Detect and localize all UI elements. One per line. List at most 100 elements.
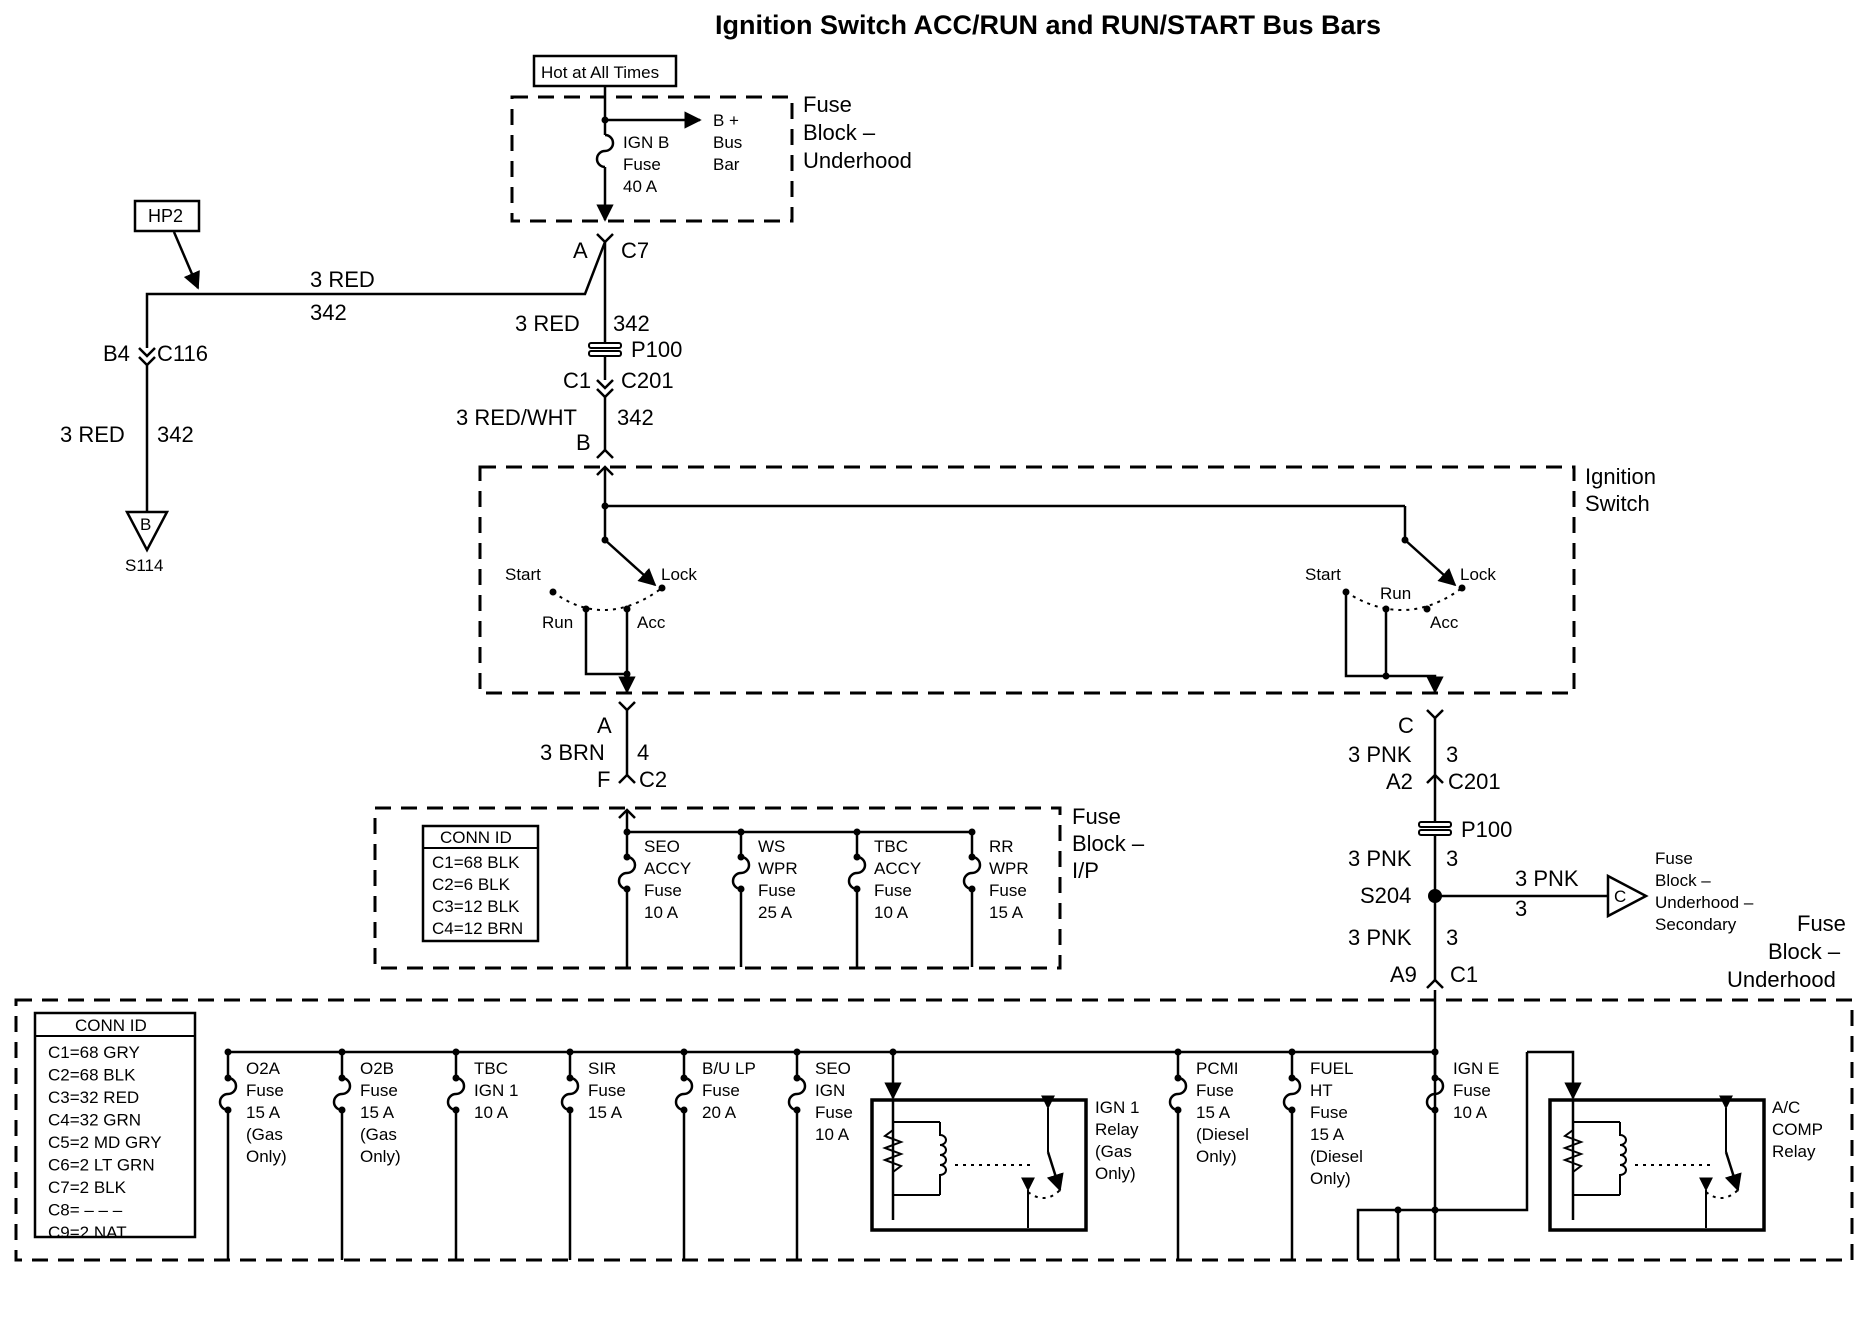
uh-fuse-label: IGN bbox=[815, 1081, 845, 1100]
s204-label: S204 bbox=[1360, 883, 1411, 908]
circuit-3-2: 3 bbox=[1446, 846, 1458, 871]
circuit-3-3: 3 bbox=[1446, 925, 1458, 950]
uh-conn-id-row: C8= – – – bbox=[48, 1201, 123, 1220]
fuse-block-secondary-label: Block – bbox=[1655, 871, 1711, 890]
ip-fuse-label: 15 A bbox=[989, 903, 1024, 922]
wire-3brn: 3 BRN bbox=[540, 740, 605, 765]
uh-fuse-label: 10 A bbox=[474, 1103, 509, 1122]
sw-left-lock: Lock bbox=[661, 565, 697, 584]
c7-pin-label: A bbox=[573, 238, 588, 263]
uh-fuse-label: O2A bbox=[246, 1059, 281, 1078]
circuit-342-left: 342 bbox=[157, 422, 194, 447]
uh-fuse-label: IGN 1 bbox=[474, 1081, 518, 1100]
uh-conn-id-row: C9=2 NAT bbox=[48, 1223, 127, 1242]
ip-fuse-icon bbox=[731, 855, 751, 891]
uh-fuse-label: (Gas bbox=[246, 1125, 283, 1144]
ip-fuse-label: TBC bbox=[874, 837, 908, 856]
conn-c-letter: C bbox=[1614, 887, 1626, 906]
ip-fuse-label: 10 A bbox=[874, 903, 909, 922]
uh-fuse-icon bbox=[1282, 1076, 1302, 1112]
ip-fuse-label: WPR bbox=[989, 859, 1029, 878]
b4-label: B4 bbox=[103, 341, 130, 366]
uh-fuse-label: 10 A bbox=[815, 1125, 850, 1144]
ip-fuse-icon bbox=[962, 855, 982, 891]
c201-right-label: C201 bbox=[1448, 769, 1501, 794]
uh-fuse-icon bbox=[560, 1076, 580, 1112]
c201-top-label: C201 bbox=[621, 368, 674, 393]
uh-fuse-label: Fuse bbox=[246, 1081, 284, 1100]
uh-conn-id-row: C1=68 GRY bbox=[48, 1043, 140, 1062]
sw-left-run: Run bbox=[542, 613, 573, 632]
ip-conn-id-row: C3=12 BLK bbox=[432, 897, 520, 916]
sw-right-start: Start bbox=[1305, 565, 1341, 584]
circuit-342-top: 342 bbox=[310, 300, 347, 325]
uh-fuse-label: 15 A bbox=[1196, 1103, 1231, 1122]
ip-conn-id-title: CONN ID bbox=[440, 828, 512, 847]
uh-conn-id-title: CONN ID bbox=[75, 1016, 147, 1035]
fuse-block-secondary-label: Secondary bbox=[1655, 915, 1737, 934]
ign1-coil-icon bbox=[939, 1122, 947, 1195]
wire-3red-left: 3 RED bbox=[60, 422, 125, 447]
circuit-3-1: 3 bbox=[1446, 742, 1458, 767]
ignition-switch: Ignition Switch Start Lock Run Acc Start… bbox=[478, 464, 1656, 695]
ac-relay-label: A/C bbox=[1772, 1098, 1800, 1117]
c116-label: C116 bbox=[157, 341, 208, 366]
fuse-block-underhood-label: Fuse bbox=[803, 92, 852, 117]
uh-fuse-label: Fuse bbox=[1453, 1081, 1491, 1100]
wire-3pnk-1: 3 PNK bbox=[1348, 742, 1412, 767]
uh-fuse-icon bbox=[332, 1076, 352, 1112]
c7-connector-label: C7 bbox=[621, 238, 649, 263]
uh-fuse-label: Only) bbox=[360, 1147, 401, 1166]
uh-conn-id-row: C5=2 MD GRY bbox=[48, 1133, 162, 1152]
uh-fuse-icon bbox=[218, 1076, 238, 1112]
fuse-block-underhood-2-label: Block – bbox=[1768, 939, 1841, 964]
uh-fuse-label: Only) bbox=[1310, 1169, 1351, 1188]
sw-right-lock: Lock bbox=[1460, 565, 1496, 584]
sw-left-acc: Acc bbox=[637, 613, 666, 632]
uh-fuse-label: SIR bbox=[588, 1059, 616, 1078]
ip-fuse-label: ACCY bbox=[644, 859, 691, 878]
ip-fuse-icon bbox=[617, 855, 637, 891]
uh-fuse-icon bbox=[787, 1076, 807, 1112]
ip-fuse-label: Fuse bbox=[644, 881, 682, 900]
circuit-4: 4 bbox=[637, 740, 649, 765]
fuse-block-secondary-label: Fuse bbox=[1655, 849, 1693, 868]
p100-right-icon bbox=[1418, 821, 1452, 836]
uh-conn-id-row: C4=32 GRN bbox=[48, 1111, 141, 1130]
uh-fuse-label: Fuse bbox=[1310, 1103, 1348, 1122]
ip-fuse-label: Fuse bbox=[758, 881, 796, 900]
uh-fuse-label: 15 A bbox=[360, 1103, 395, 1122]
ignb-fuse-label: Fuse bbox=[623, 155, 661, 174]
pin-a2-label: A2 bbox=[1386, 769, 1413, 794]
s114-splice-icon bbox=[124, 510, 170, 553]
ip-fuse-label: RR bbox=[989, 837, 1014, 856]
bplus-bus-label: Bar bbox=[713, 155, 740, 174]
uh-fuse-label: (Gas bbox=[360, 1125, 397, 1144]
pin-c-label: C bbox=[1398, 713, 1414, 738]
uh-fuse-label: PCMI bbox=[1196, 1059, 1239, 1078]
conn-c-arrow-icon bbox=[1606, 873, 1649, 919]
uh-fuse-label: Only) bbox=[1196, 1147, 1237, 1166]
ip-conn-id-row: C1=68 BLK bbox=[432, 853, 520, 872]
hot-at-all-times-label: Hot at All Times bbox=[541, 63, 659, 82]
ign1-relay-label: IGN 1 bbox=[1095, 1098, 1139, 1117]
uh-fuse-label: Fuse bbox=[702, 1081, 740, 1100]
uh-conn-id-row: C6=2 LT GRN bbox=[48, 1156, 155, 1175]
ip-fuse-label: SEO bbox=[644, 837, 680, 856]
uh-fuse-label: O2B bbox=[360, 1059, 394, 1078]
circuit-342-redwht: 342 bbox=[617, 405, 654, 430]
ip-conn-id-row: C2=6 BLK bbox=[432, 875, 511, 894]
wire-3pnk-branch: 3 PNK bbox=[1515, 866, 1579, 891]
s114-label: S114 bbox=[125, 556, 163, 575]
sw-left-start: Start bbox=[505, 565, 541, 584]
c1-bottom-label: C1 bbox=[1450, 962, 1478, 987]
uh-conn-id-row: C3=32 RED bbox=[48, 1088, 139, 1107]
